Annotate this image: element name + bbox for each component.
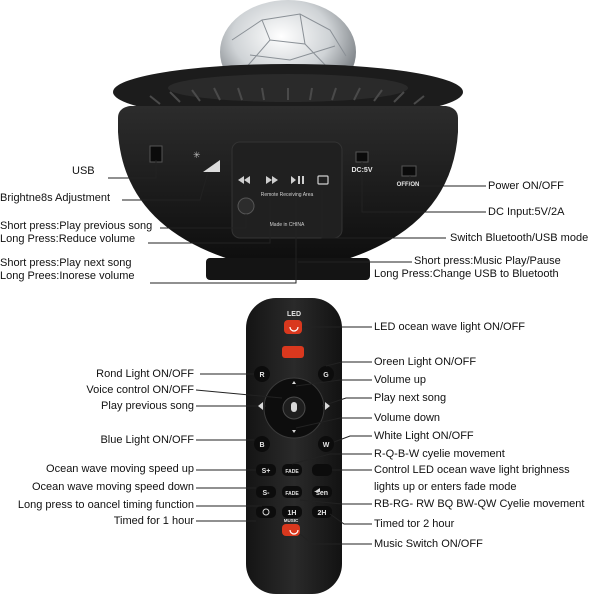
microphone-icon <box>291 402 297 412</box>
btn-fade-text-1: FADE <box>285 469 299 475</box>
label-short-next: Short press:Play next song <box>0 257 132 269</box>
label-brightness: Brightne8s Adjustment <box>0 192 111 204</box>
label-long-reduce: Long Press:Reduce volume <box>0 233 136 245</box>
play-pause-icon <box>291 176 304 184</box>
music-button[interactable] <box>282 524 300 536</box>
btn-w-text: W <box>323 442 330 449</box>
cancel-timer-icon <box>262 508 270 516</box>
label-long-increase: Long Prees:Inorese volume <box>0 270 135 282</box>
mode-icon <box>317 175 329 185</box>
remote-sensor-icon <box>237 197 255 215</box>
led-wave-button[interactable] <box>282 346 304 358</box>
label-red-light: Rond Light ON/OFF <box>96 368 194 380</box>
btn-splus-text: S+ <box>262 468 271 475</box>
label-power: Power ON/OFF <box>488 180 564 192</box>
brightness-small-icon <box>314 488 320 492</box>
label-usb: USB <box>72 165 95 177</box>
label-play-next: Play next song <box>374 392 447 404</box>
label-voice-control: Voice control ON/OFF <box>86 384 194 396</box>
label-led-wave: LED ocean wave light ON/OFF <box>374 321 526 333</box>
label-volume-up: Volume up <box>374 374 426 386</box>
btn-sminus-text: S- <box>263 490 271 497</box>
btn-fade-text-2: FADE <box>285 491 299 497</box>
usb-port-icon <box>149 145 163 163</box>
label-play-prev: Play previous song <box>101 400 194 412</box>
label-wave-up: Ocean wave moving speed up <box>46 463 194 475</box>
label-rgbw-cycle: R-Q-B-W cyelie movement <box>374 448 505 460</box>
btn-g-text: G <box>323 372 329 379</box>
next-song-icon <box>325 402 330 410</box>
speaker-leader-lines <box>108 160 486 284</box>
svg-text:✳: ✳ <box>193 150 201 160</box>
label-white-light: White Light ON/OFF <box>374 430 474 442</box>
dc-port-icon <box>355 151 369 163</box>
label-wave-down: Ocean wave moving speed down <box>31 481 194 493</box>
volume-down-icon <box>292 430 296 433</box>
label-volume-down: Volume down <box>374 412 441 424</box>
panel-offon-label: OFF/ON <box>397 182 420 188</box>
label-green-light: Oreen Light ON/OFF <box>374 356 477 368</box>
btn-2h-text: 2H <box>318 510 327 517</box>
power-switch-icon <box>401 165 417 177</box>
control-panel <box>231 141 343 239</box>
label-blue-light: Blue Light ON/OFF <box>100 434 194 446</box>
music-power-icon <box>289 529 299 535</box>
label-music-switch: Music Switch ON/OFF <box>374 538 483 550</box>
label-rb-cycle: RB-RG- RW BQ BW-QW Cyelie movement <box>374 498 585 510</box>
led-power-icon <box>289 326 299 332</box>
previous-icon <box>238 176 250 184</box>
panel-remote-area: Remote Receiving Area <box>261 192 314 198</box>
volume-up-icon <box>292 381 296 384</box>
label-timed-1h: Timed for 1 hour <box>113 515 194 527</box>
label-short-play: Short press:Music Play/Pause <box>414 255 561 267</box>
panel-dc-label: DC:5V <box>351 167 372 174</box>
label-dc-input: DC Input:5V/2A <box>488 206 565 218</box>
remote-leader-lines <box>195 326 372 545</box>
label-fade-mode: lights up or enters fade mode <box>374 481 517 493</box>
label-long-change: Long Press:Change USB to Bluetooth <box>374 268 559 280</box>
led-power-button[interactable] <box>284 320 302 334</box>
brightness-icon <box>203 160 220 172</box>
btn-1h-text: 1H <box>288 510 297 517</box>
label-led-bright: Control LED ocean wave light brighness <box>374 464 570 476</box>
btn-b-text: B <box>259 442 264 449</box>
label-long-cancel: Long press to oancel timing function <box>17 499 194 511</box>
btn-led-text: LED <box>287 311 301 318</box>
btn-sen-text: sen <box>316 490 328 497</box>
next-icon <box>266 176 278 184</box>
label-timed-2h: Timed tor 2 hour <box>374 518 455 530</box>
label-switch-bt: Switch Bluetooth/USB mode <box>450 232 589 244</box>
prev-song-icon <box>258 402 263 410</box>
panel-made-in: Made in CHINA <box>270 222 305 228</box>
btn-r-text: R <box>259 372 264 379</box>
label-short-prev: Short press:Play previous song <box>0 220 153 232</box>
btn-music-text: MUSIC <box>284 518 299 523</box>
speaker-device: ✳ <box>113 0 463 280</box>
